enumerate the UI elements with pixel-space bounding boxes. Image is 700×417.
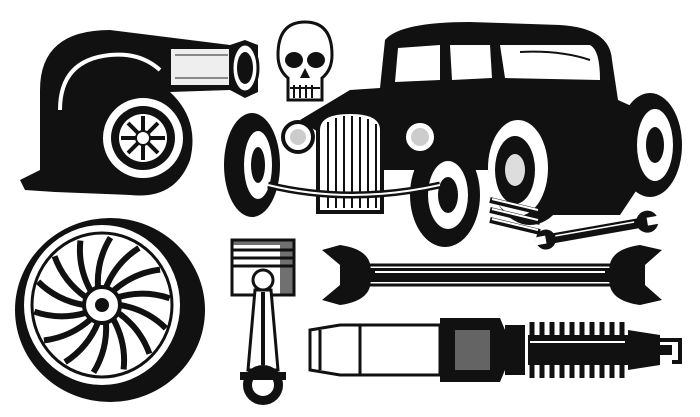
rim-spoke — [117, 290, 171, 302]
rim-spoke — [111, 266, 161, 294]
rim-spoke — [110, 317, 128, 370]
large-wrench-illustration — [322, 245, 662, 305]
skull-illustration — [276, 20, 334, 102]
small-wrench-illustration — [535, 210, 660, 250]
rim-spoke — [43, 316, 93, 344]
wheel-rim-illustration — [15, 218, 205, 402]
rim-spoke — [103, 245, 141, 289]
turbocharger-illustration — [20, 30, 260, 196]
rim-spoke — [51, 255, 88, 300]
rim-spoke — [116, 310, 153, 355]
spark-plug-illustration — [308, 318, 682, 382]
rim-spoke — [63, 321, 101, 365]
rim-spoke — [33, 308, 87, 320]
rim-spoke — [119, 302, 168, 331]
rim-spoke — [94, 235, 114, 288]
hot-rod-car-illustration — [224, 22, 682, 247]
piston-illustration — [230, 238, 296, 405]
rim-spoke — [36, 279, 85, 308]
rim-spoke — [90, 322, 110, 375]
rim-spoke — [76, 240, 94, 293]
